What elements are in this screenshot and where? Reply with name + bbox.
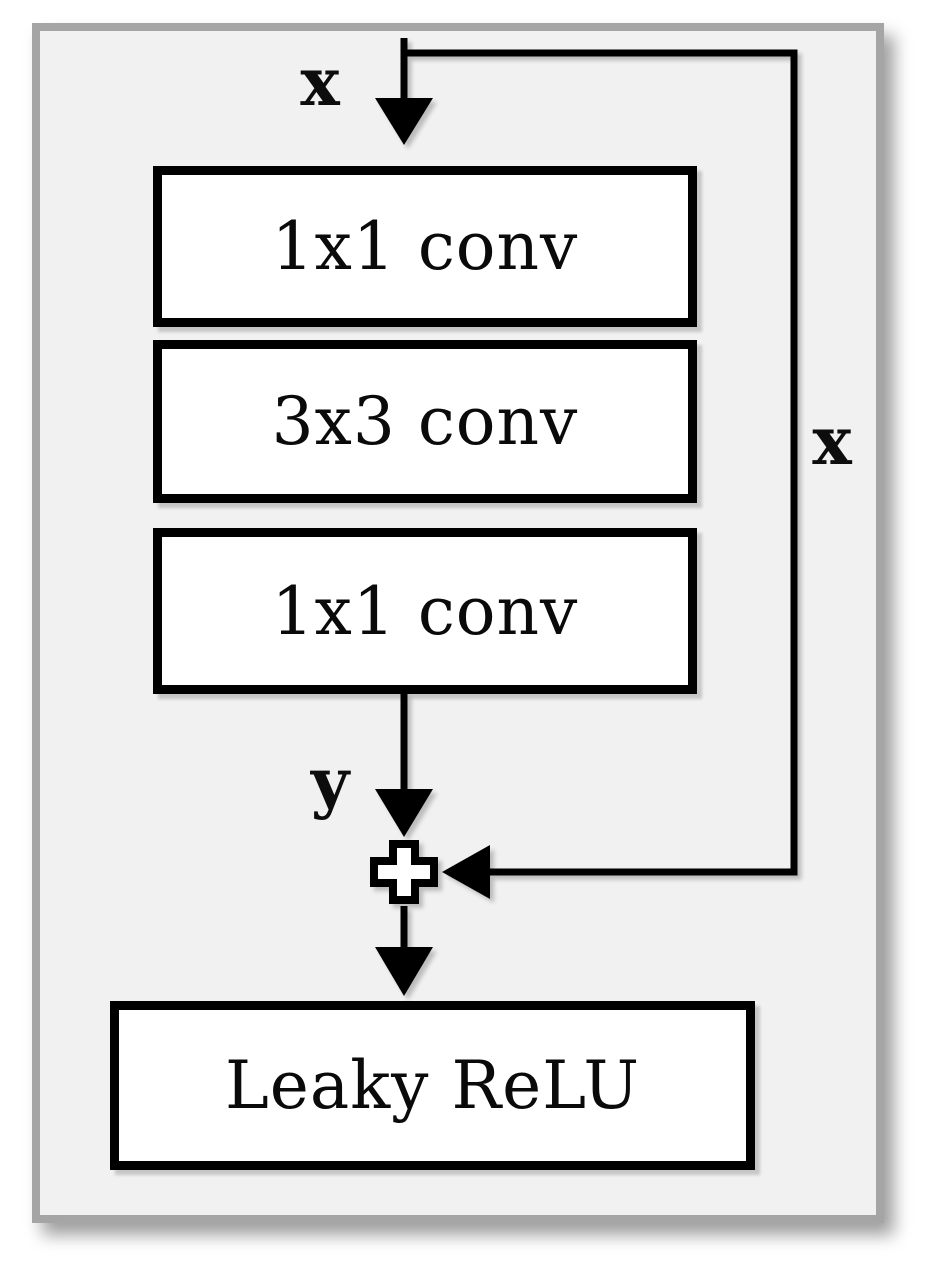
skip-label: x xyxy=(812,402,852,480)
input-label: x xyxy=(300,43,340,121)
activation-block-label: Leaky ReLU xyxy=(224,1047,641,1124)
conv-block-2-label: 3x3 conv xyxy=(271,383,579,460)
conv-block-3: 1x1 conv xyxy=(153,528,697,694)
residual-output-label: y xyxy=(310,743,350,821)
conv-block-1: 1x1 conv xyxy=(153,166,697,327)
activation-block: Leaky ReLU xyxy=(110,1001,755,1170)
conv-block-1-label: 1x1 conv xyxy=(271,208,579,285)
conv-block-3-label: 1x1 conv xyxy=(271,572,579,650)
conv-block-2: 3x3 conv xyxy=(153,340,697,503)
